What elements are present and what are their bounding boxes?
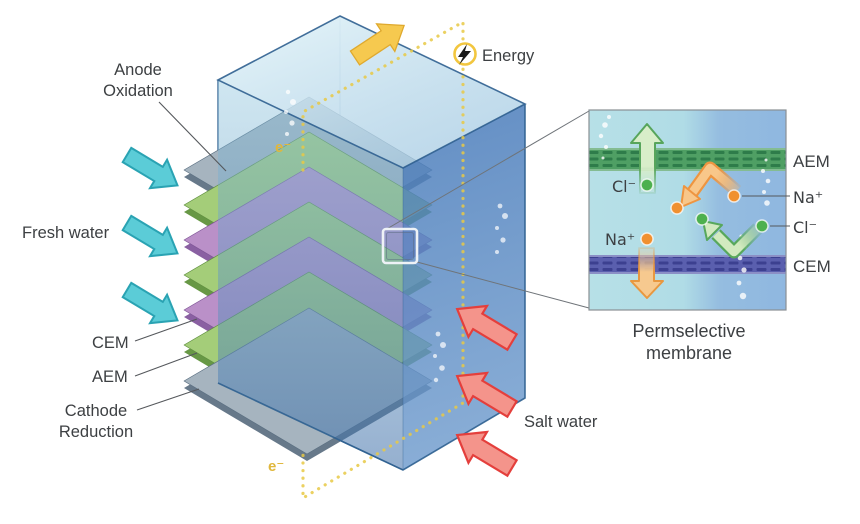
- fresh-water-arrow-2: [117, 207, 188, 269]
- salt-water-label: Salt water: [524, 413, 598, 431]
- na-ion-bounced: [670, 201, 684, 215]
- anode-label-line2: Oxidation: [103, 82, 173, 100]
- inset-ions: [640, 178, 769, 246]
- tank-bubbles: [284, 89, 508, 383]
- inset-caption-line1: Permselective: [632, 321, 745, 341]
- cem-label: CEM: [92, 334, 129, 352]
- inset-aem-band: [589, 148, 786, 171]
- tank-left-face: [218, 80, 403, 470]
- electron-label-top: e⁻: [275, 139, 291, 156]
- electron-label-bottom: e⁻: [268, 458, 284, 475]
- fresh-water-arrow-3: [117, 274, 188, 336]
- cathode-label-line2: Reduction: [59, 423, 133, 441]
- tank-top-face: [218, 16, 525, 168]
- inset-cl-up-arrow: [630, 123, 664, 194]
- na-ion-left: [640, 232, 654, 246]
- inset-cl-inner-label: Cl⁻: [612, 177, 636, 196]
- cl-ion-left: [640, 178, 654, 192]
- cem-leader: [134, 318, 198, 342]
- na-ion-right: [727, 189, 741, 203]
- inset-na-inner-label: Na⁺: [605, 230, 635, 249]
- fresh-water-arrows: [117, 139, 188, 336]
- zoom-connector-top: [384, 110, 590, 231]
- inset-cl-bounce-arrow: [702, 220, 763, 259]
- inset-na-down-arrow: [630, 247, 664, 299]
- inset-na-right-label: Na⁺: [793, 188, 823, 207]
- zoom-connector-bottom: [416, 261, 590, 309]
- inset-na-bounce-arrow: [680, 161, 742, 208]
- inset-permselective-membrane: Cl⁻ Na⁺ AEM Na⁺ Cl⁻ CEM Permselective me…: [588, 109, 831, 363]
- cl-ion-bounced: [695, 212, 709, 226]
- inset-cl-right-label: Cl⁻: [793, 218, 817, 237]
- leader-lines: [134, 101, 227, 411]
- anode-leader: [158, 101, 227, 172]
- inset-cem-band: [589, 255, 786, 274]
- aem-leader: [134, 352, 198, 377]
- tank-faces: [216, 15, 527, 471]
- cl-ion-right: [755, 219, 769, 233]
- electron-circuit-dotted-path: [301, 19, 465, 501]
- energy-bolt-icon: [453, 42, 477, 66]
- energy-label: Energy: [482, 47, 535, 65]
- fresh-water-label: Fresh water: [22, 224, 110, 242]
- cathode-label-line1: Cathode: [65, 402, 127, 420]
- inset-frame: [588, 109, 787, 311]
- zoom-marker-rect-inner: [386, 232, 414, 260]
- zoom-marker: [381, 110, 590, 309]
- fresh-water-arrow-1: [117, 139, 188, 201]
- inset-caption-line2: membrane: [646, 343, 732, 363]
- inset-cem-label: CEM: [793, 257, 831, 276]
- inset-aem-label: AEM: [793, 152, 830, 171]
- aem-label: AEM: [92, 368, 128, 386]
- anode-label-line1: Anode: [114, 61, 162, 79]
- zoom-marker-rect: [381, 227, 419, 265]
- cathode-leader: [136, 388, 200, 411]
- tank-right-face: [403, 104, 525, 470]
